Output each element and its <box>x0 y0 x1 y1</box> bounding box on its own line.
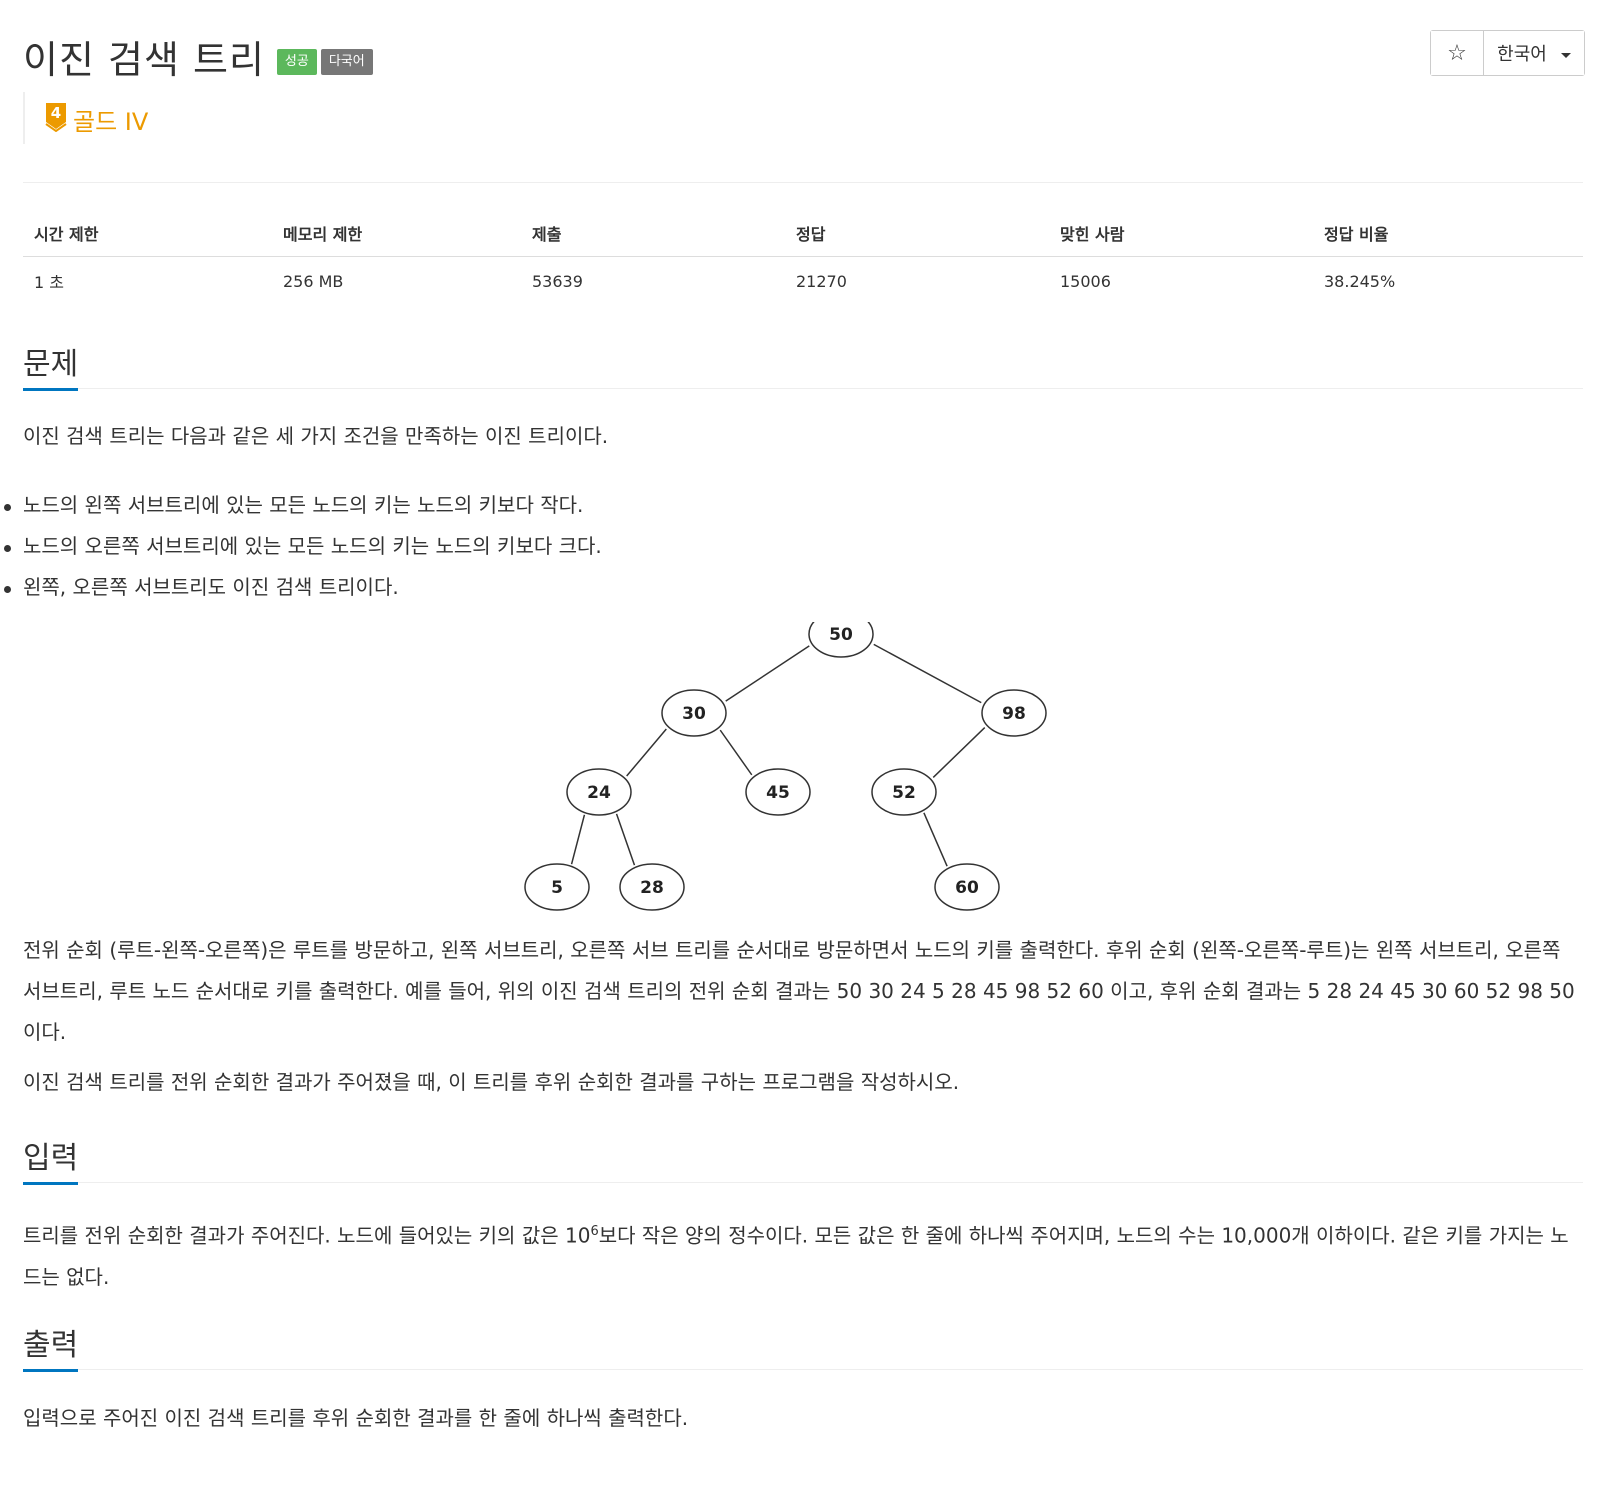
tier-box: 4 골드 IV <box>23 92 148 144</box>
output-section-title: 출력 <box>23 1323 79 1372</box>
tree-node-52: 52 <box>871 768 937 816</box>
value-submissions[interactable]: 53639 <box>532 271 583 291</box>
tree-node-50: 50 <box>808 622 874 658</box>
condition-list: 노드의 왼쪽 서브트리에 있는 모든 노드의 키는 노드의 키보다 작다. 노드… <box>4 485 602 608</box>
problem-task: 이진 검색 트리를 전위 순회한 결과가 주어졌을 때, 이 트리를 후위 순회… <box>23 1070 960 1094</box>
star-icon: ☆ <box>1447 40 1467 66</box>
header-memory-limit: 메모리 제한 <box>272 210 521 257</box>
input-text-1: 트리를 전위 순회한 결과가 주어진다. 노드에 들어있는 키의 값은 10 <box>23 1223 591 1248</box>
header-accepted: 정답 <box>785 210 1049 257</box>
tree-node-ellipse <box>808 622 874 658</box>
input-text-2: 보다 작은 양의 정수이다. 모든 값은 한 줄에 하나씩 주어지며, 노드의 … <box>23 1223 1569 1289</box>
multilang-badge: 다국어 <box>320 49 373 75</box>
tree-node-ellipse <box>934 863 1000 911</box>
tree-node-key: 30 <box>682 704 706 724</box>
tree-edge-50-98 <box>873 643 982 704</box>
header-time-limit: 시간 제한 <box>23 210 272 257</box>
tree-edge-24-5 <box>570 814 586 865</box>
list-item: 왼쪽, 오른쪽 서브트리도 이진 검색 트리이다. <box>4 567 602 608</box>
tree-node-30: 30 <box>661 689 727 737</box>
problem-info-table: 시간 제한 메모리 제한 제출 정답 맞힌 사람 정답 비율 1 초 256 M… <box>23 210 1583 305</box>
tree-nodes: 50 30 98 24 45 52 5 28 60 <box>524 622 1047 911</box>
value-accepted[interactable]: 21270 <box>796 271 847 291</box>
input-section-title: 입력 <box>23 1136 79 1185</box>
value-memory-limit: 256 MB <box>283 271 344 291</box>
page-title: 이진 검색 트리 <box>23 37 265 82</box>
tree-node-key: 50 <box>829 625 853 645</box>
problem-description: 전위 순회 (루트-왼쪽-오른쪽)은 루트를 방문하고, 왼쪽 서브트리, 오른… <box>23 938 1575 1044</box>
tree-edge-50-30 <box>725 645 810 702</box>
input-section-header: 입력 <box>23 1136 1583 1185</box>
tree-node-key: 5 <box>551 878 563 898</box>
value-ratio: 38.245% <box>1324 271 1396 291</box>
tree-node-60: 60 <box>934 863 1000 911</box>
bst-diagram: 50 30 98 24 45 52 5 28 60 <box>524 622 1047 911</box>
input-description: 트리를 전위 순회한 결과가 주어진다. 노드에 들어있는 키의 값은 106보… <box>23 1211 1583 1298</box>
caret-down-icon <box>1560 52 1571 58</box>
tree-node-24: 24 <box>566 768 632 816</box>
tree-edge-24-28 <box>615 813 636 866</box>
table-header-row: 시간 제한 메모리 제한 제출 정답 맞힌 사람 정답 비율 <box>23 210 1583 257</box>
tree-node-key: 28 <box>640 878 664 898</box>
list-item: 노드의 오른쪽 서브트리에 있는 모든 노드의 키는 노드의 키보다 크다. <box>4 526 602 567</box>
tree-node-45: 45 <box>745 768 811 816</box>
tree-node-ellipse <box>566 768 632 816</box>
tree-node-key: 60 <box>955 878 979 898</box>
value-time-limit: 1 초 <box>34 273 64 292</box>
tree-node-key: 24 <box>587 783 611 803</box>
tree-node-key: 45 <box>766 783 790 803</box>
header-solvers: 맞힌 사람 <box>1049 210 1313 257</box>
tier-text[interactable]: 골드 IV <box>73 108 149 136</box>
title-row: 이진 검색 트리 성공 다국어 <box>23 28 373 84</box>
problem-actions: ☆ 한국어 <box>1430 30 1585 76</box>
header-divider <box>23 182 1583 183</box>
table-row: 1 초 256 MB 53639 21270 15006 38.245% <box>23 257 1583 306</box>
header-ratio: 정답 비율 <box>1313 210 1583 257</box>
tree-edge-52-60 <box>923 812 948 867</box>
tree-node-ellipse <box>524 863 590 911</box>
problem-section-header: 문제 <box>23 342 1583 391</box>
list-item: 노드의 왼쪽 서브트리에 있는 모든 노드의 키는 노드의 키보다 작다. <box>4 485 602 526</box>
output-description: 입력으로 주어진 이진 검색 트리를 후위 순회한 결과를 한 줄에 하나씩 출… <box>23 1406 689 1430</box>
tree-node-98: 98 <box>981 689 1047 737</box>
tree-node-ellipse <box>981 689 1047 737</box>
star-button[interactable]: ☆ <box>1431 31 1484 75</box>
input-exponent: 6 <box>590 1224 599 1239</box>
problem-intro: 이진 검색 트리는 다음과 같은 세 가지 조건을 만족하는 이진 트리이다. <box>23 424 609 448</box>
output-section-header: 출력 <box>23 1323 1583 1372</box>
tree-node-5: 5 <box>524 863 590 911</box>
tree-edge-98-52 <box>932 727 986 778</box>
language-dropdown[interactable]: 한국어 <box>1484 31 1584 75</box>
tree-node-28: 28 <box>619 863 685 911</box>
tree-node-ellipse <box>661 689 727 737</box>
tree-edge-30-45 <box>719 729 753 776</box>
tree-node-ellipse <box>745 768 811 816</box>
language-label: 한국어 <box>1497 44 1547 65</box>
problem-section-title: 문제 <box>23 342 79 391</box>
value-solvers[interactable]: 15006 <box>1060 271 1111 291</box>
tree-edge-30-24 <box>626 728 667 777</box>
tier-badge-icon[interactable]: 4 <box>45 102 67 132</box>
header-submissions: 제출 <box>521 210 785 257</box>
tree-node-key: 52 <box>892 783 916 803</box>
tree-edges <box>570 643 986 867</box>
status-badge-success: 성공 <box>276 49 317 75</box>
tree-node-ellipse <box>871 768 937 816</box>
tree-node-key: 98 <box>1002 704 1026 724</box>
tier-number: 4 <box>51 104 61 122</box>
tree-node-ellipse <box>619 863 685 911</box>
